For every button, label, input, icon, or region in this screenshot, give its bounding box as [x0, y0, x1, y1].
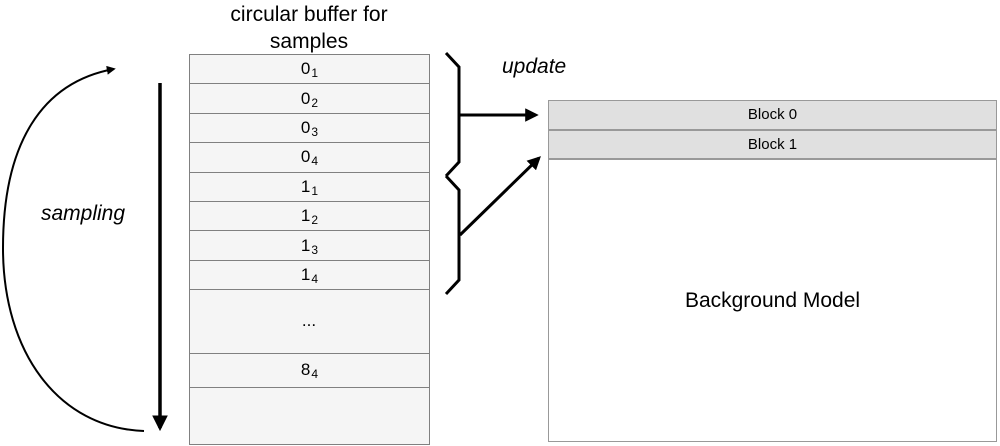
cell-value: 8 — [300, 360, 311, 380]
background-model-title: Background Model — [684, 288, 861, 312]
sampling-label: sampling — [41, 202, 126, 225]
buffer-cell-ellipsis: ... — [190, 290, 429, 354]
buffer-cell-empty — [190, 388, 429, 444]
cell-value: 0 — [300, 88, 311, 108]
cell-subscript: 1 — [311, 66, 319, 81]
update-arrow-block1-icon — [458, 156, 541, 237]
brace-block1-icon — [444, 174, 461, 296]
cell-value: 0 — [300, 117, 311, 137]
buffer-title-line1: circular buffer for — [230, 3, 388, 26]
block-1-row: Block 1 — [549, 130, 996, 160]
cell-subscript: 1 — [311, 183, 319, 198]
cell-subscript: 2 — [311, 213, 319, 228]
block-0-row: Block 0 — [549, 101, 996, 131]
block-0-label: Block 0 — [747, 106, 798, 124]
cell-subscript: 4 — [311, 367, 319, 382]
cell-subscript: 4 — [311, 271, 319, 286]
sampling-cycle-arrow-icon — [1, 65, 145, 432]
cell-value: 1 — [300, 176, 311, 196]
buffer-title-line2: samples — [269, 30, 349, 53]
cell-value: 0 — [300, 59, 311, 79]
cell-value: 1 — [300, 235, 311, 255]
cell-subscript: 2 — [311, 95, 319, 110]
cell-subscript: 3 — [311, 124, 319, 139]
block-1-label: Block 1 — [747, 135, 798, 153]
cell-value: ... — [301, 311, 317, 331]
cell-subscript: 4 — [311, 154, 319, 169]
update-label: update — [502, 55, 567, 78]
cell-value: 1 — [300, 264, 311, 284]
background-model-box: Block 0 Block 1 Background Model — [548, 100, 997, 442]
cell-value: 1 — [300, 206, 311, 226]
cell-subscript: 3 — [311, 242, 319, 257]
cell-value: 0 — [300, 147, 311, 167]
brace-block0-icon — [444, 51, 461, 178]
buffer-title: circular buffer for samples — [159, 1, 459, 55]
